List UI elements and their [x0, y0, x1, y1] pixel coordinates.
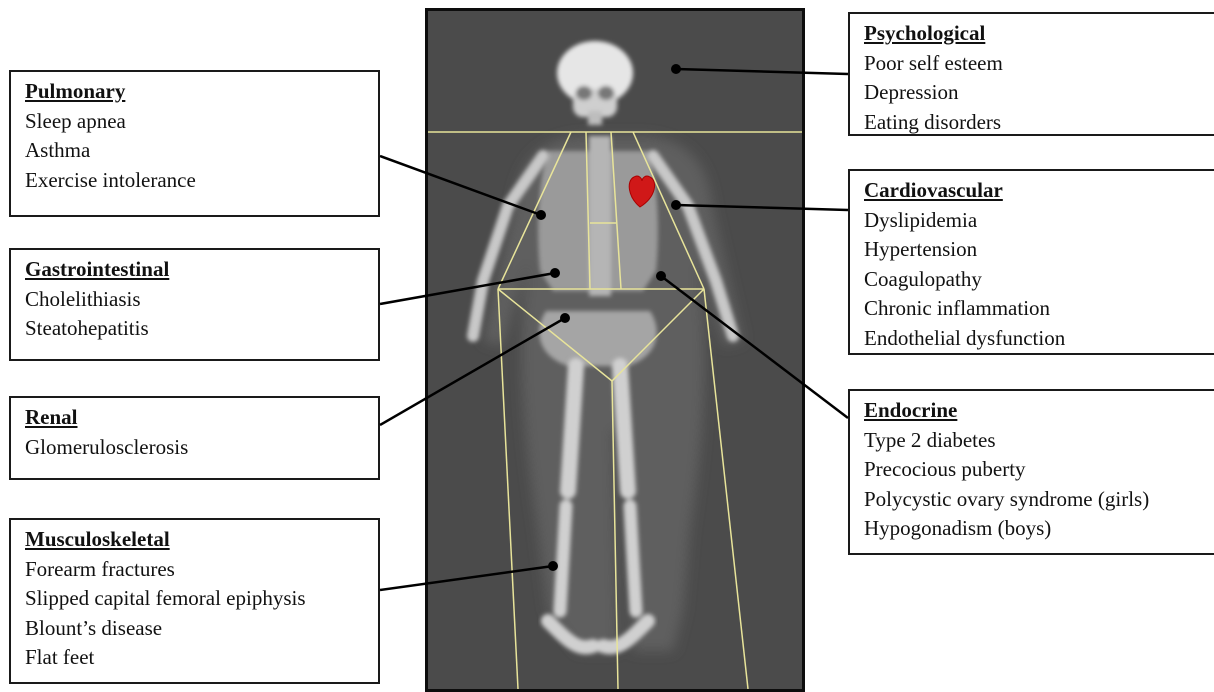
musculoskeletal-item: Slipped capital femoral epiphysis	[25, 584, 366, 614]
cardiovascular-box: Cardiovascular Dyslipidemia Hypertension…	[848, 169, 1214, 355]
rib-cage	[538, 136, 658, 366]
skull	[557, 41, 633, 125]
renal-title: Renal	[25, 403, 366, 433]
gastrointestinal-box: Gastrointestinal Cholelithiasis Steatohe…	[9, 248, 380, 361]
cardiovascular-item: Chronic inflammation	[864, 294, 1204, 324]
musculoskeletal-item: Blount’s disease	[25, 614, 366, 644]
renal-box: Renal Glomerulosclerosis	[9, 396, 380, 480]
musculoskeletal-item: Forearm fractures	[25, 555, 366, 585]
endocrine-title: Endocrine	[864, 396, 1204, 426]
skeleton-figure	[428, 11, 802, 689]
endocrine-box: Endocrine Type 2 diabetes Precocious pub…	[848, 389, 1214, 555]
pulmonary-item: Asthma	[25, 136, 366, 166]
musculoskeletal-box: Musculoskeletal Forearm fractures Slippe…	[9, 518, 380, 684]
gastrointestinal-item: Cholelithiasis	[25, 285, 366, 315]
psychological-box: Psychological Poor self esteem Depressio…	[848, 12, 1214, 136]
pulmonary-title: Pulmonary	[25, 77, 366, 107]
cardiovascular-item: Coagulopathy	[864, 265, 1204, 295]
endocrine-item: Type 2 diabetes	[864, 426, 1204, 456]
endocrine-item: Hypogonadism (boys)	[864, 514, 1204, 544]
gastrointestinal-title: Gastrointestinal	[25, 255, 366, 285]
cardiovascular-item: Endothelial dysfunction	[864, 324, 1204, 354]
psychological-item: Poor self esteem	[864, 49, 1204, 79]
musculoskeletal-title: Musculoskeletal	[25, 525, 366, 555]
cardiovascular-item: Dyslipidemia	[864, 206, 1204, 236]
gastrointestinal-item: Steatohepatitis	[25, 314, 366, 344]
endocrine-item: Precocious puberty	[864, 455, 1204, 485]
pulmonary-box: Pulmonary Sleep apnea Asthma Exercise in…	[9, 70, 380, 217]
psychological-title: Psychological	[864, 19, 1204, 49]
endocrine-item: Polycystic ovary syndrome (girls)	[864, 485, 1204, 515]
renal-item: Glomerulosclerosis	[25, 433, 366, 463]
body-scan-image	[425, 8, 805, 692]
cardiovascular-title: Cardiovascular	[864, 176, 1204, 206]
cardiovascular-item: Hypertension	[864, 235, 1204, 265]
psychological-item: Depression	[864, 78, 1204, 108]
pulmonary-item: Sleep apnea	[25, 107, 366, 137]
psychological-item: Eating disorders	[864, 108, 1204, 138]
pulmonary-item: Exercise intolerance	[25, 166, 366, 196]
musculoskeletal-item: Flat feet	[25, 643, 366, 673]
